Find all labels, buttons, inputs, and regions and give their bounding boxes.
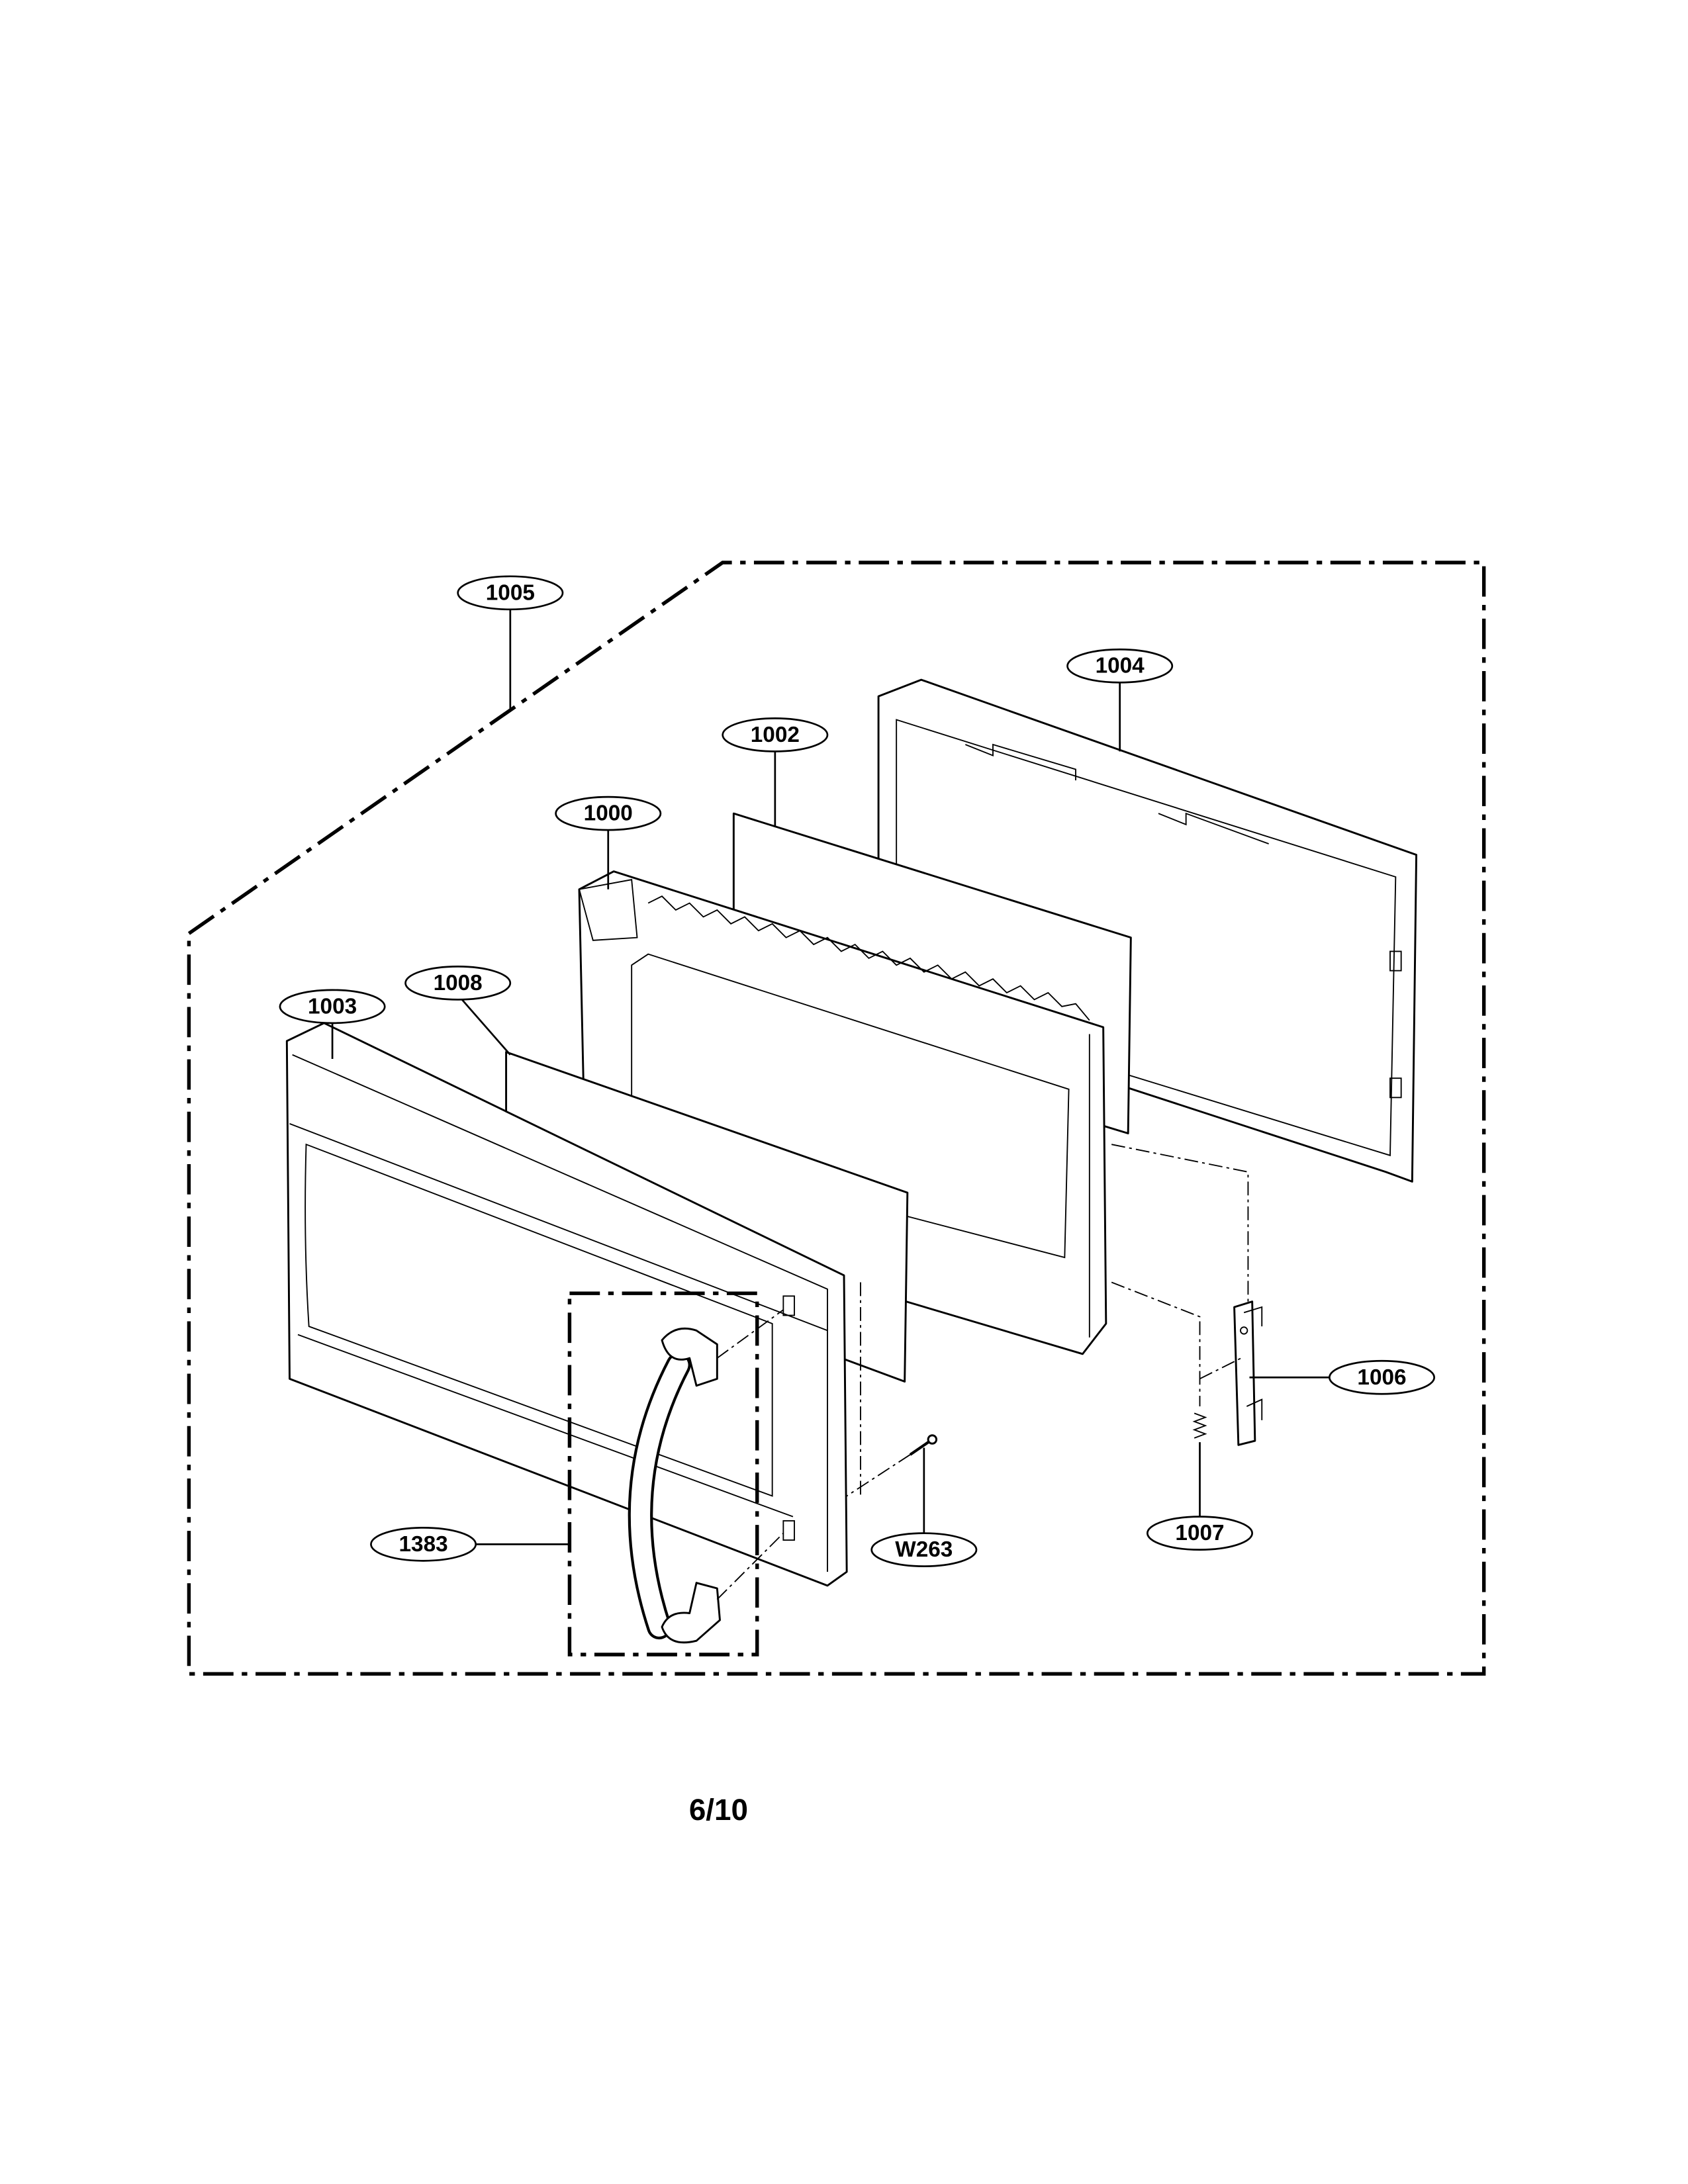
callout-1002: 1002 <box>722 717 829 752</box>
handle-group-boundary <box>567 1291 759 1657</box>
part-1007-spring <box>1192 1412 1207 1439</box>
callout-1007: 1007 <box>1146 1516 1254 1551</box>
svg-text:1005: 1005 <box>486 580 535 605</box>
callout-1008: 1008 <box>404 966 512 1001</box>
assembly-line <box>1111 1281 1201 1406</box>
svg-text:1006: 1006 <box>1357 1365 1406 1390</box>
part-1383-handle-assembly <box>567 1291 784 1657</box>
svg-text:1002: 1002 <box>751 723 800 747</box>
callout-1006: 1006 <box>1328 1359 1436 1395</box>
assembly-line <box>1199 1357 1242 1380</box>
svg-text:1383: 1383 <box>399 1532 448 1557</box>
callout-1000: 1000 <box>555 796 662 831</box>
svg-text:W263: W263 <box>895 1537 953 1562</box>
assembly-boundary-1005 <box>187 561 1486 1676</box>
callout-W263: W263 <box>870 1532 978 1568</box>
assembly-line <box>1111 1144 1249 1303</box>
callout-1003: 1003 <box>279 989 386 1024</box>
page-number: 6/10 <box>689 1793 748 1827</box>
callout-1383: 1383 <box>370 1526 477 1562</box>
callout-1005: 1005 <box>457 575 564 611</box>
part-W263-screw <box>846 1282 938 1497</box>
svg-text:1003: 1003 <box>308 994 357 1019</box>
svg-text:1007: 1007 <box>1175 1521 1224 1545</box>
part-1003-door-panel <box>285 1022 848 1587</box>
callout-1004: 1004 <box>1066 648 1174 684</box>
part-1006-latch <box>1233 1300 1263 1446</box>
svg-text:1008: 1008 <box>434 971 483 995</box>
svg-text:1004: 1004 <box>1096 654 1145 678</box>
svg-text:1000: 1000 <box>584 801 633 826</box>
